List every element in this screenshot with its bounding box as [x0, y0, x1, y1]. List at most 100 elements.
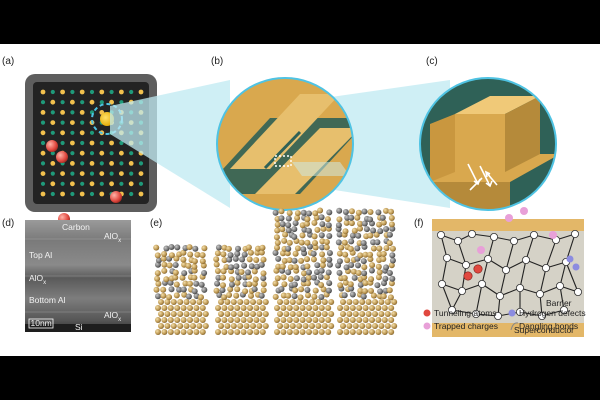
atom: [256, 299, 263, 305]
atom: [314, 262, 321, 269]
network-atom: [471, 309, 480, 318]
atom: [251, 268, 258, 275]
atom: [183, 311, 190, 317]
legend-dangling: Dangling bonds: [519, 321, 578, 331]
atom: [155, 280, 162, 287]
atom: [177, 299, 184, 305]
atom: [173, 292, 180, 299]
atom: [319, 251, 326, 258]
lattice-site: [50, 99, 56, 105]
atom: [242, 288, 249, 295]
atom: [220, 282, 226, 289]
atom: [292, 250, 299, 257]
atom: [227, 329, 234, 335]
atom: [221, 257, 228, 264]
lattice-site: [40, 110, 46, 115]
defect-atom: [46, 140, 58, 152]
atom: [388, 208, 394, 215]
atom: [357, 220, 363, 227]
atom: [221, 244, 228, 251]
atom: [174, 317, 181, 323]
atom: [318, 329, 325, 335]
atom: [193, 305, 200, 311]
atom: [311, 233, 318, 240]
lattice-site: [70, 191, 75, 197]
trapped-charge: [549, 231, 557, 239]
lattice-site: [80, 140, 85, 146]
atom: [234, 305, 241, 311]
atom: [315, 311, 322, 317]
atom: [240, 329, 247, 335]
atom: [344, 214, 351, 221]
atom: [375, 317, 382, 323]
atom: [196, 299, 203, 305]
atom: [285, 227, 292, 234]
atom: [292, 220, 299, 227]
atom: [243, 311, 250, 317]
atom: [305, 280, 311, 287]
atom: [160, 286, 167, 293]
atom: [277, 323, 283, 329]
atom: [336, 216, 343, 223]
amorphous-network: [436, 229, 583, 320]
atom: [161, 329, 168, 335]
atom: [160, 255, 167, 262]
atom: [155, 257, 162, 264]
lattice-site: [70, 181, 75, 187]
atom: [336, 269, 343, 276]
atom: [286, 257, 293, 264]
atom: [318, 214, 325, 221]
atom: [323, 244, 330, 251]
lattice-site: [89, 181, 95, 187]
atom: [346, 311, 353, 317]
atom: [180, 305, 187, 311]
network-atom: [536, 289, 545, 298]
atom: [193, 329, 200, 335]
network-atom: [522, 255, 531, 264]
atom: [382, 275, 389, 282]
atom: [337, 305, 343, 311]
atom: [160, 292, 167, 299]
atom: [306, 317, 312, 323]
lattice-site: [40, 140, 46, 146]
atom: [370, 245, 377, 252]
atom: [348, 285, 355, 292]
atom: [167, 305, 174, 311]
atom: [256, 323, 263, 329]
lattice-site: [50, 110, 55, 115]
atom: [286, 210, 293, 216]
atom: [352, 323, 359, 329]
lattice-site: [60, 140, 65, 146]
lattice-site: [50, 191, 55, 197]
atom: [243, 299, 250, 305]
atom: [274, 305, 280, 311]
atom: [251, 286, 258, 293]
atom: [356, 305, 363, 311]
atom: [378, 299, 385, 305]
lattice-site: [60, 89, 65, 95]
atom: [229, 281, 235, 288]
atom: [352, 311, 359, 317]
atom: [340, 311, 346, 317]
atom: [311, 293, 318, 300]
lattice-site: [70, 151, 75, 156]
network-bond: [525, 234, 535, 261]
lattice-site: [89, 171, 95, 176]
atom: [375, 274, 382, 281]
atom: [220, 274, 226, 281]
atom: [201, 270, 208, 276]
atom: [246, 256, 253, 263]
atom: [342, 209, 349, 215]
atom: [253, 329, 260, 335]
atom: [347, 245, 354, 252]
atom: [199, 329, 206, 335]
atom: [343, 317, 350, 323]
lattice-site: [129, 191, 134, 197]
panel-label-f: (f): [414, 218, 423, 229]
atom: [155, 293, 161, 300]
top-electrode-front: [455, 114, 505, 172]
atom: [252, 276, 259, 283]
atom: [213, 261, 220, 268]
lattice-site: [40, 120, 46, 125]
atom: [155, 305, 161, 311]
